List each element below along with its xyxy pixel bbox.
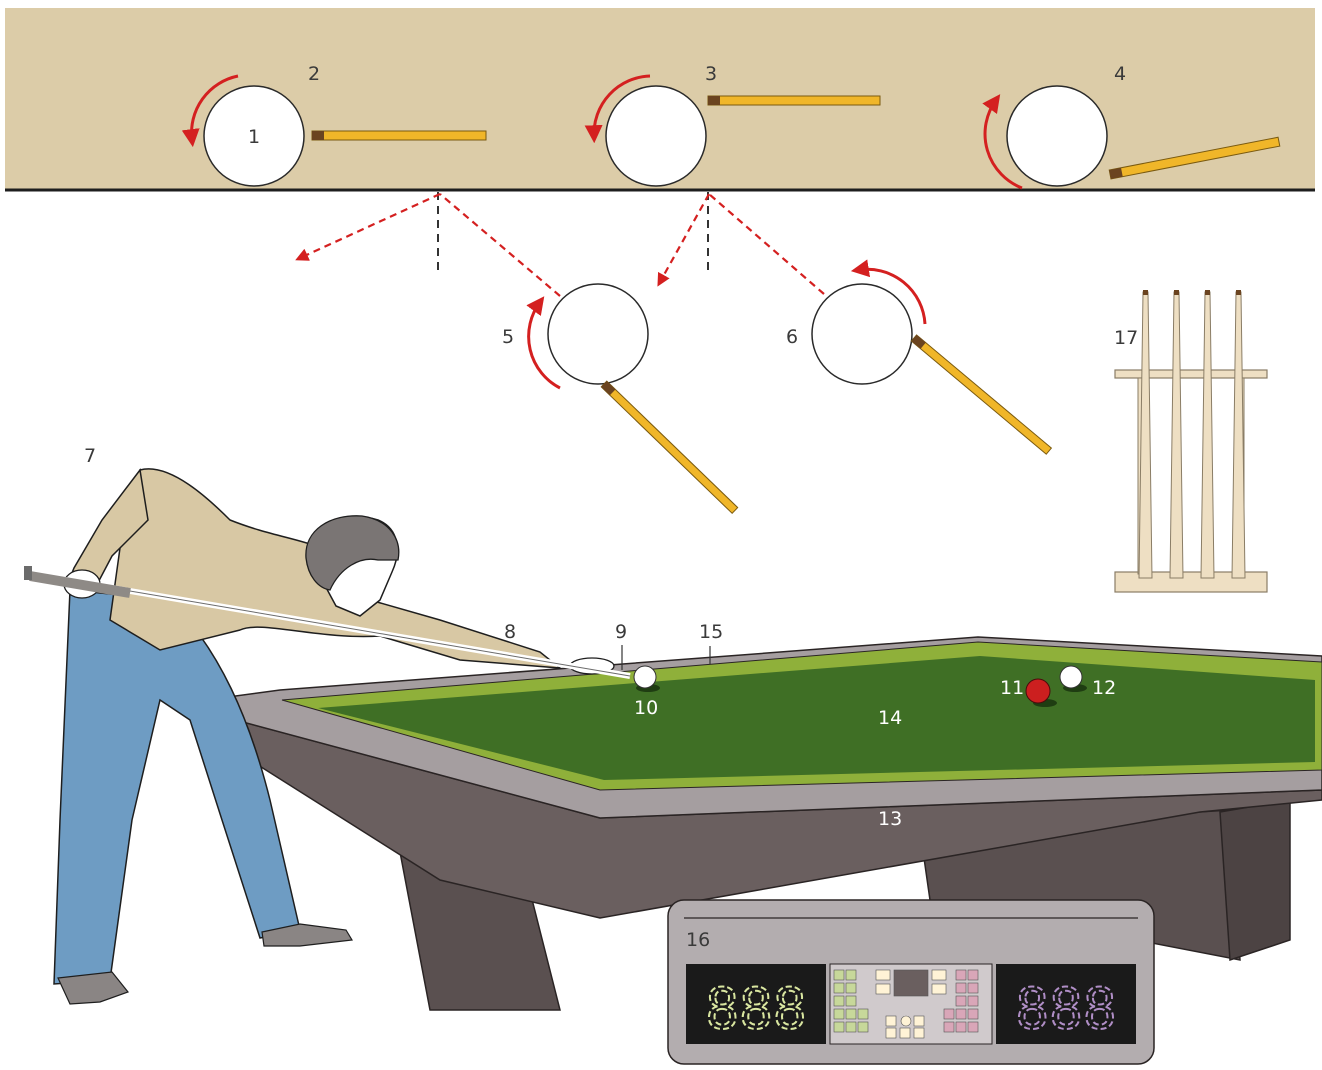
cue-ball <box>606 86 706 186</box>
cue-ball <box>548 284 648 384</box>
label-16: 16 <box>686 929 710 951</box>
path-in-left <box>440 194 560 296</box>
rack-cue <box>1201 290 1214 578</box>
label-10: 10 <box>634 697 658 719</box>
label-4: 4 <box>1114 63 1126 85</box>
rack-shelf <box>1115 370 1267 378</box>
rack-cue <box>1170 290 1183 578</box>
rack-cue <box>1232 290 1245 578</box>
cue-stick <box>601 381 737 513</box>
label-15: 15 <box>699 621 723 643</box>
spin-panel: 1 2 3 4 <box>5 8 1315 190</box>
scoreboard: 16 888 888 <box>668 900 1154 1064</box>
path-out-right <box>660 194 709 282</box>
path-out-left <box>300 194 440 258</box>
label-9: 9 <box>615 621 627 643</box>
strike-left-english <box>529 284 738 513</box>
cue-ball <box>1007 86 1107 186</box>
shoe <box>58 972 128 1004</box>
label-13: 13 <box>878 808 902 830</box>
left-score: 888 <box>705 977 806 1042</box>
trousers <box>54 590 300 984</box>
strike-right-english <box>812 269 1051 454</box>
path-in-right <box>709 194 824 294</box>
cue-ball <box>634 666 656 688</box>
label-3: 3 <box>705 63 717 85</box>
cue-stick <box>708 96 880 105</box>
table-leg <box>1220 800 1290 960</box>
right-score: 888 <box>1015 977 1116 1042</box>
cue-rack: 17 <box>1114 290 1267 592</box>
cue-stick <box>911 335 1051 454</box>
label-7: 7 <box>84 445 96 467</box>
white-object-ball <box>1060 666 1082 688</box>
label-17: 17 <box>1114 327 1138 349</box>
rack-cue <box>1139 290 1152 578</box>
label-14: 14 <box>878 707 902 729</box>
label-1: 1 <box>248 126 260 148</box>
cue-stick <box>312 131 486 140</box>
label-6: 6 <box>786 326 798 348</box>
label-8: 8 <box>504 621 516 643</box>
label-11: 11 <box>1000 677 1024 699</box>
red-ball <box>1026 679 1050 703</box>
label-2: 2 <box>308 63 320 85</box>
side-spin-paths: 5 6 <box>300 192 1051 513</box>
label-5: 5 <box>502 326 514 348</box>
label-12: 12 <box>1092 677 1116 699</box>
cue-ball <box>812 284 912 384</box>
